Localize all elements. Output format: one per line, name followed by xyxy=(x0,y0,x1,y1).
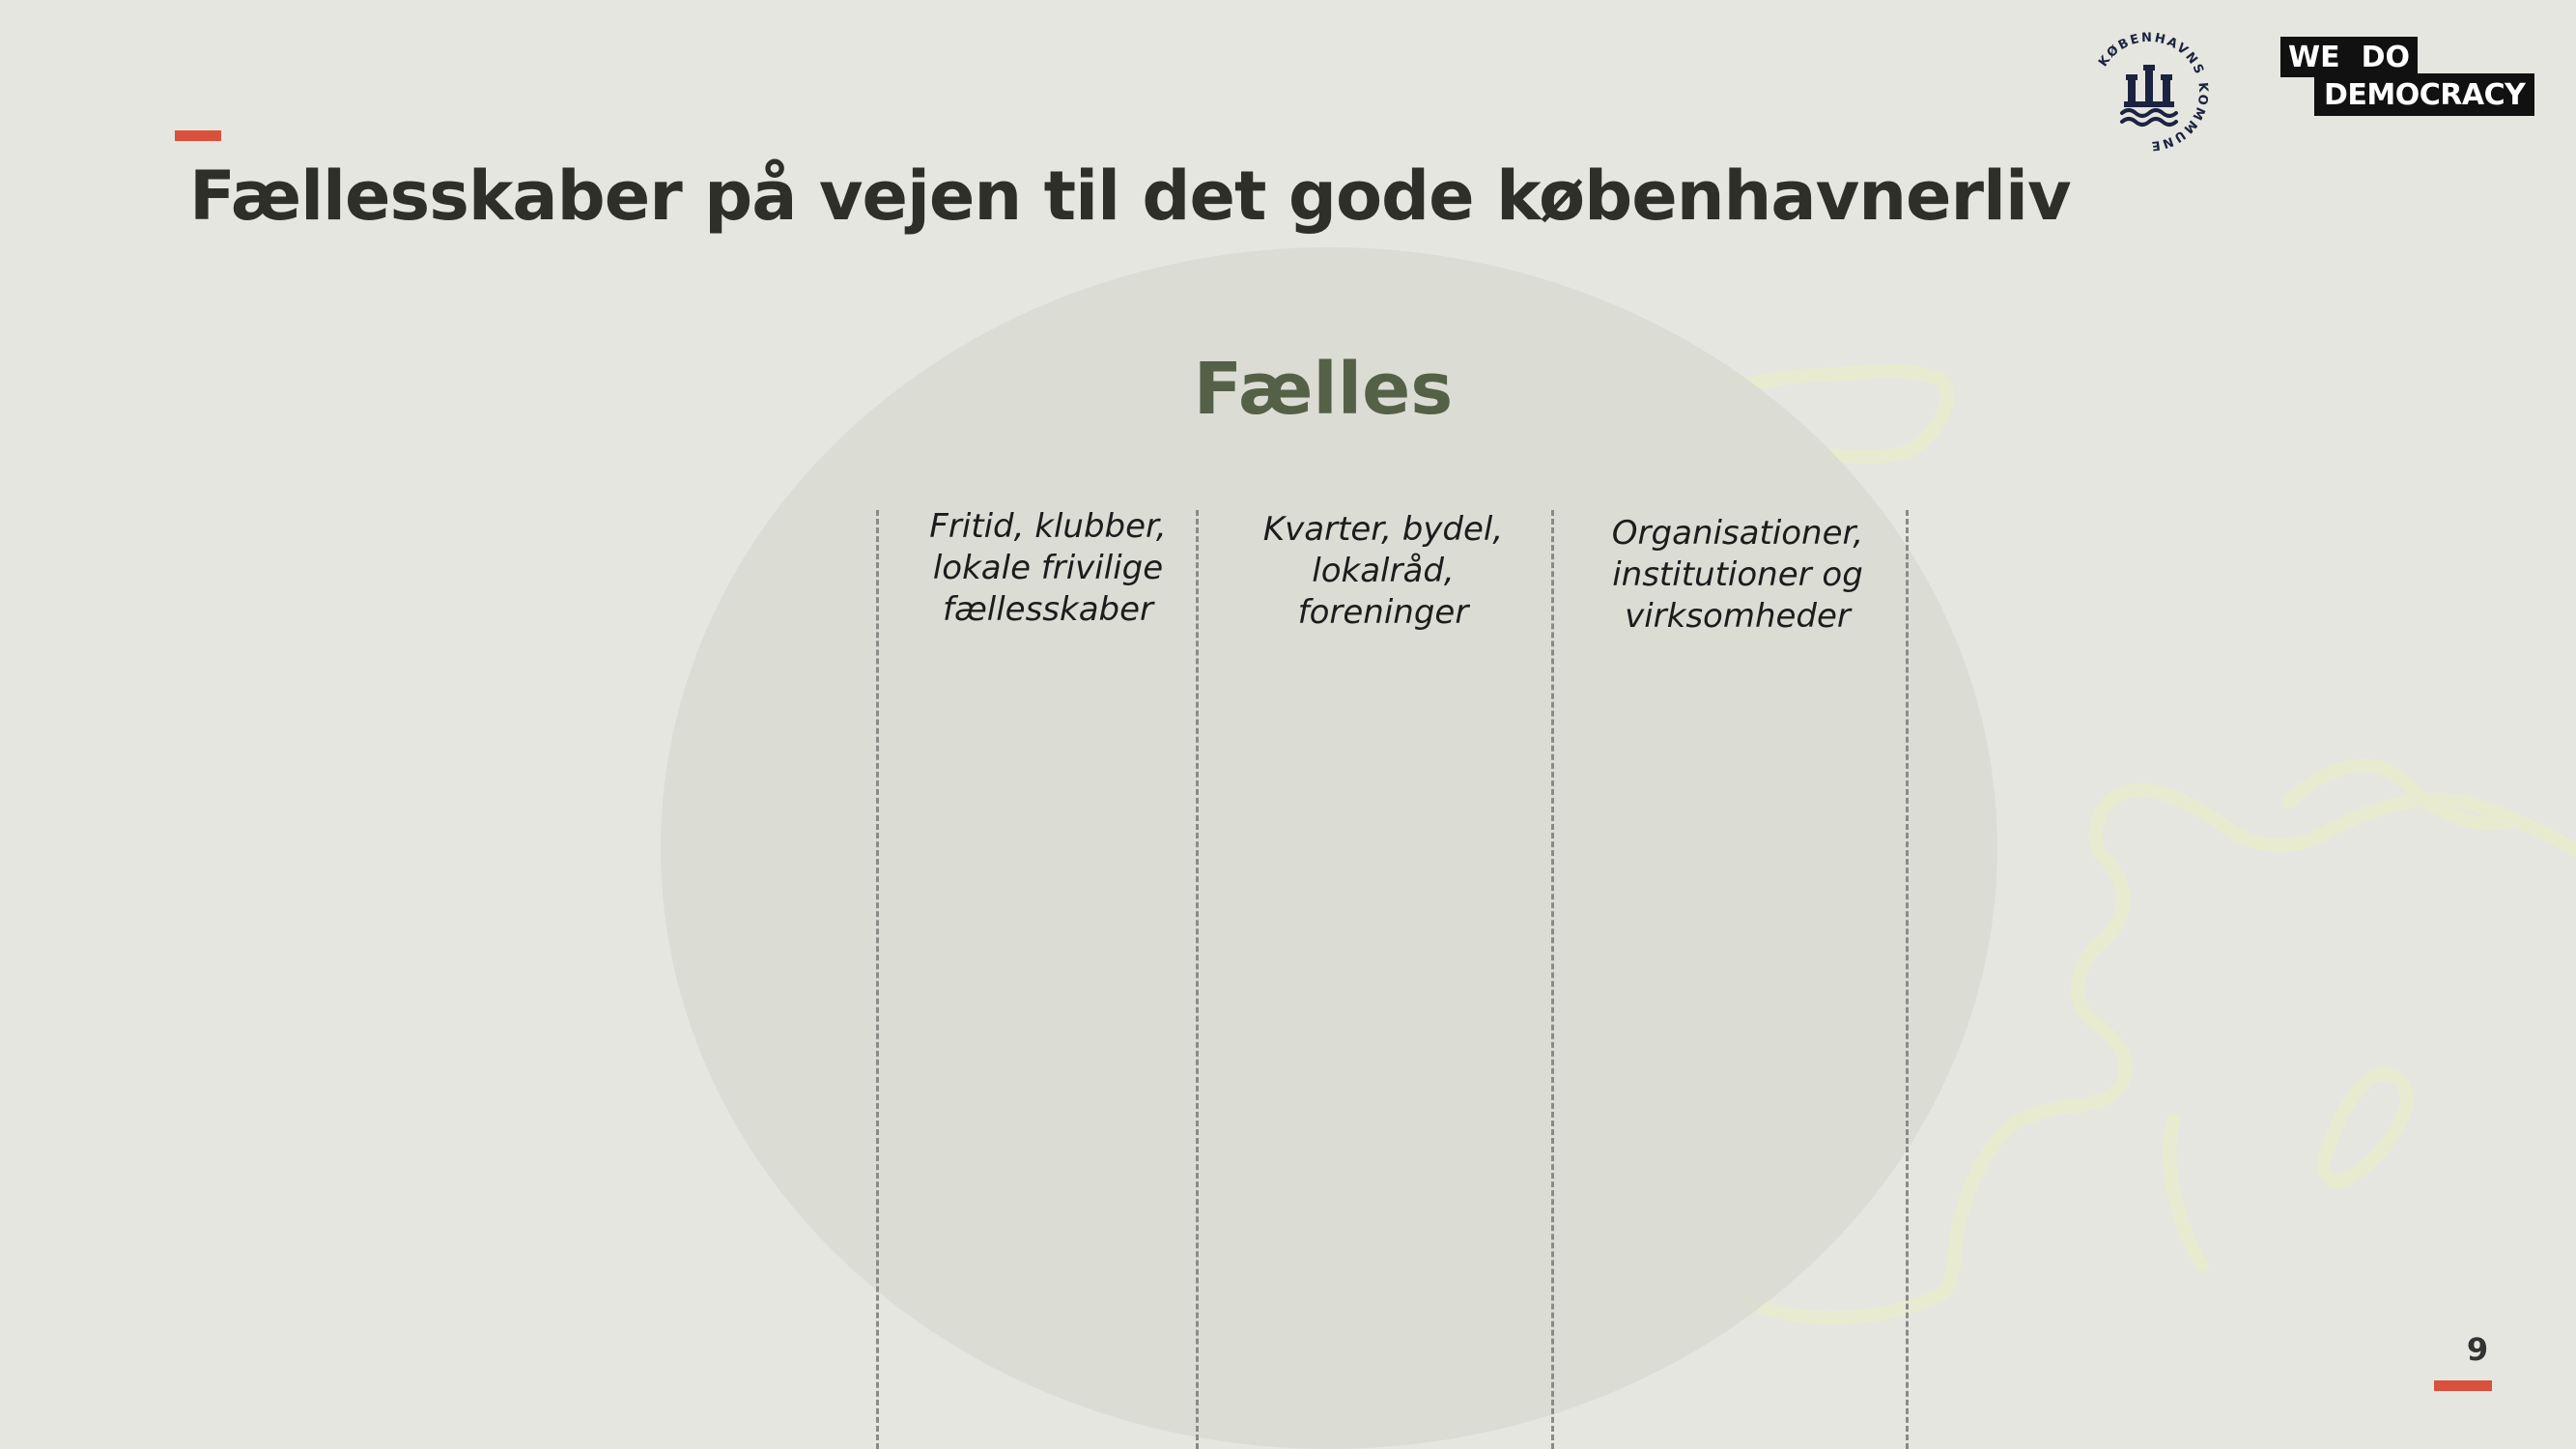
column-label-line: lokalråd, xyxy=(1312,552,1455,590)
page-number: 9 xyxy=(2466,1331,2489,1368)
column-label-line: foreninger xyxy=(1297,593,1469,632)
page-number-accent-bar xyxy=(2434,1380,2492,1391)
column-divider xyxy=(1906,510,1909,1449)
logo-row: WE DO xyxy=(2280,37,2418,77)
logo-word: WE xyxy=(2288,40,2340,74)
column-label-line: Kvarter, bydel, xyxy=(1262,510,1504,549)
column-divider xyxy=(876,510,879,1449)
column-label-line: Organisationer, xyxy=(1611,514,1864,553)
column-label-fritid: Fritid, klubber, lokale frivilige fælles… xyxy=(908,506,1188,631)
column-label-kvarter: Kvarter, bydel, lokalråd, foreninger xyxy=(1243,509,1523,634)
title-accent-bar xyxy=(175,130,221,141)
circle-heading: Fælles xyxy=(1193,348,1454,431)
column-label-line: Fritid, klubber, xyxy=(929,507,1167,546)
logo-word: DEMOCRACY xyxy=(2314,73,2535,116)
seal-text: KØBENHAVNS KOMMUNE xyxy=(2096,31,2208,153)
column-label-line: institutioner og xyxy=(1612,555,1863,594)
we-do-democracy-logo: WE DO DEMOCRACY xyxy=(2280,37,2545,116)
page-title: Fællesskaber på vejen til det gode køben… xyxy=(189,156,2072,236)
column-label-organisationer: Organisationer, institutioner og virksom… xyxy=(1598,513,1878,638)
column-label-line: virksomheder xyxy=(1625,597,1851,636)
column-divider xyxy=(1196,510,1199,1449)
column-label-line: lokale frivilige xyxy=(932,549,1164,587)
column-divider xyxy=(1551,510,1554,1449)
svg-text:KØBENHAVNS KOMMUNE: KØBENHAVNS KOMMUNE xyxy=(2096,31,2210,153)
city-seal-icon: KØBENHAVNS KOMMUNE xyxy=(2096,31,2210,153)
column-label-line: fællesskaber xyxy=(942,590,1154,629)
community-circle xyxy=(661,247,1997,1449)
logo-word: DO xyxy=(2361,40,2410,74)
